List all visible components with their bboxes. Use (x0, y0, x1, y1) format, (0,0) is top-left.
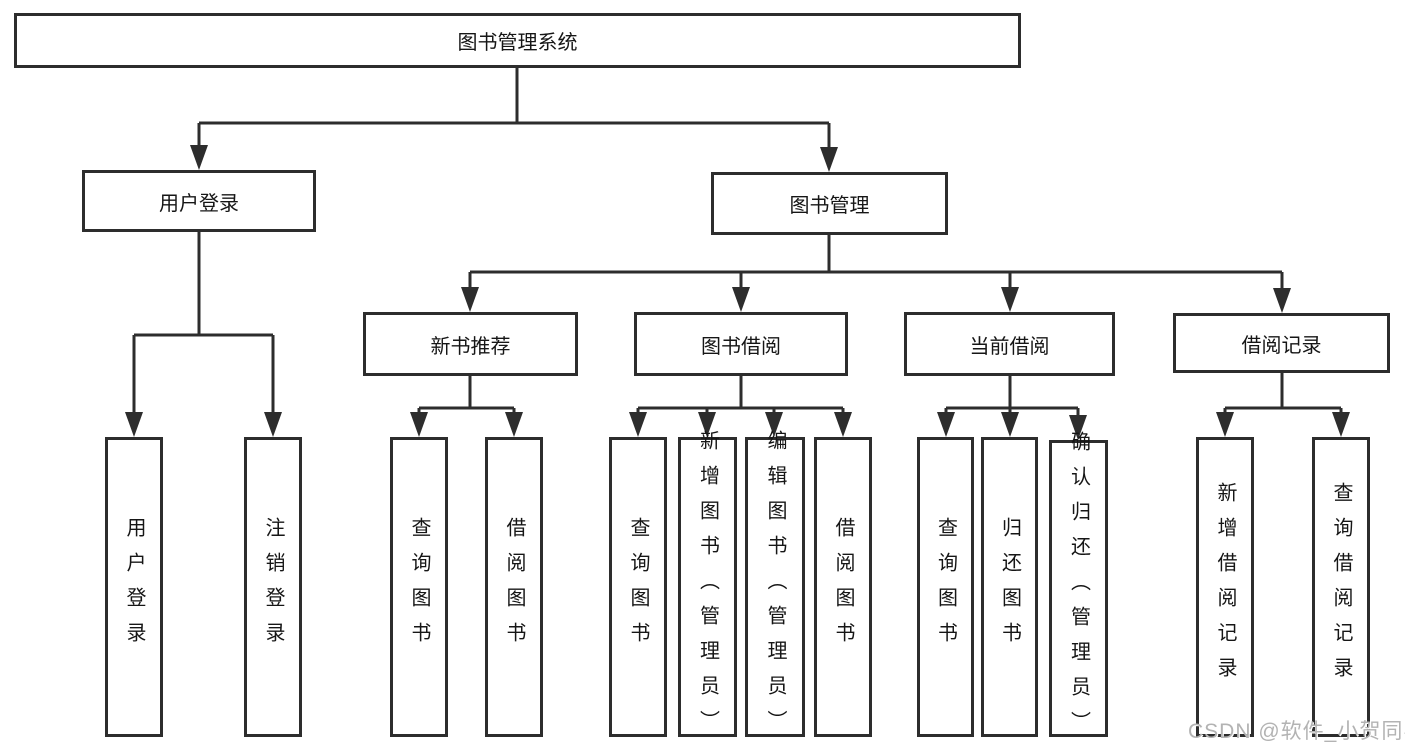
node-book-management: 图书管理 (711, 172, 948, 235)
leaf-add-borrow-record: 新增借阅记录 (1196, 437, 1254, 737)
arrowhead (1001, 287, 1019, 312)
leaf-confirm-return-admin: 确认归还（管理员） (1049, 431, 1108, 746)
node-new-book-recommend: 新书推荐 (363, 312, 578, 376)
node-user-login: 用户登录 (82, 170, 316, 232)
leaf-query-borrow-record: 查询借阅记录 (1312, 437, 1370, 737)
arrowhead (629, 412, 647, 437)
arrowhead (1216, 412, 1234, 437)
arrowhead (1332, 412, 1350, 437)
arrowhead (834, 412, 852, 437)
leaf-query-book-recommend: 查询图书 (390, 437, 448, 737)
leaf-query-book-borrow: 查询图书 (609, 437, 667, 737)
node-label: 新增图书（管理员） (696, 429, 719, 745)
leaf-borrow-book: 借阅图书 (814, 437, 872, 737)
arrowhead (410, 412, 428, 437)
leaf-add-book-admin: 新增图书（管理员） (678, 430, 737, 745)
node-label: 图书管理 (789, 195, 870, 217)
node-label: 查询图书 (627, 517, 649, 657)
arrowhead (1001, 412, 1019, 437)
leaf-query-book-current: 查询图书 (917, 437, 974, 737)
node-label: 用户登录 (159, 192, 239, 215)
node-label: 借阅图书 (503, 517, 525, 657)
arrowhead (264, 412, 282, 437)
arrowhead (698, 412, 716, 437)
node-label: 归还图书 (998, 517, 1021, 657)
node-label: 查询图书 (934, 517, 957, 657)
leaf-logout: 注销登录 (244, 437, 302, 737)
arrowhead (505, 412, 523, 437)
node-borrow-record: 借阅记录 (1173, 313, 1390, 373)
node-label: 当前借阅 (969, 335, 1050, 358)
arrowhead (1069, 415, 1087, 440)
node-label: 用户登录 (123, 517, 145, 657)
node-label: 确认归还（管理员） (1067, 431, 1090, 746)
arrowheads (125, 145, 1350, 440)
node-root-system: 图书管理系统 (14, 13, 1021, 68)
watermark: CSDN @软件_小贺同学 (1188, 720, 1405, 743)
leaf-borrow-book-recommend: 借阅图书 (485, 437, 543, 737)
node-label: 图书借阅 (701, 335, 781, 358)
arrowhead (937, 412, 955, 437)
arrowhead (732, 287, 750, 312)
node-label: 注销登录 (262, 517, 284, 657)
arrowhead (190, 145, 208, 170)
node-label: 查询借阅记录 (1330, 482, 1352, 692)
node-label: 新书推荐 (430, 335, 511, 358)
node-book-borrow: 图书借阅 (634, 312, 848, 376)
arrowhead (765, 412, 783, 437)
node-label: 查询图书 (408, 517, 430, 657)
leaf-edit-book-admin: 编辑图书（管理员） (745, 430, 805, 745)
node-label: 新增借阅记录 (1214, 482, 1236, 692)
node-label: 借阅记录 (1241, 334, 1322, 357)
arrowhead (461, 287, 479, 312)
arrowhead (1273, 288, 1291, 313)
node-label: 借阅图书 (832, 517, 854, 657)
leaf-return-book: 归还图书 (981, 437, 1038, 737)
arrowhead (125, 412, 143, 437)
arrowhead (820, 147, 838, 172)
node-label: 编辑图书（管理员） (764, 429, 786, 745)
leaf-user-login: 用户登录 (105, 437, 163, 737)
node-current-borrow: 当前借阅 (904, 312, 1115, 376)
node-label: 图书管理系统 (457, 32, 578, 54)
